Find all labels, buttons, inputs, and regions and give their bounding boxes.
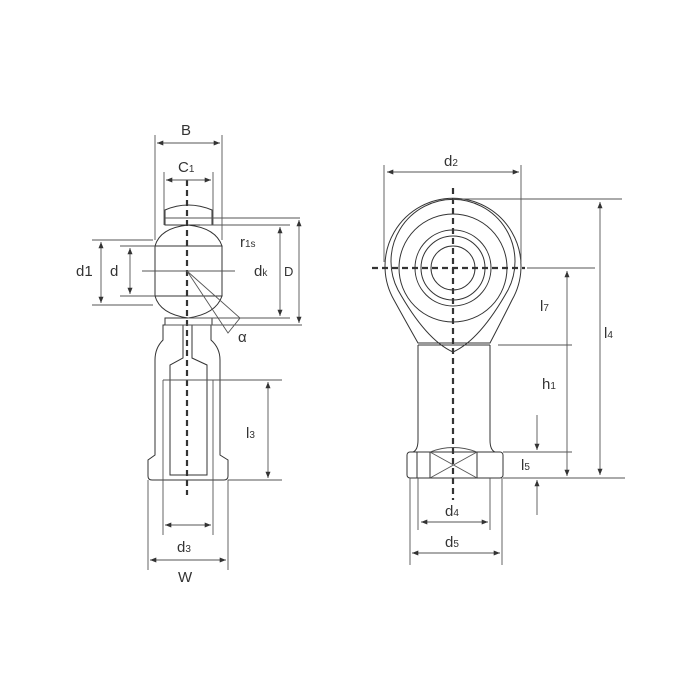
- label-h1: h1: [542, 376, 556, 393]
- label-r1s: r1s: [240, 234, 256, 251]
- hex-nut: [406, 451, 504, 479]
- alpha-angle-lines: [186, 270, 241, 334]
- label-D: D: [284, 264, 293, 279]
- label-d3: d3: [177, 539, 191, 556]
- shank-outline: [147, 324, 229, 481]
- label-d5: d5: [445, 534, 459, 551]
- label-d2: d2: [444, 153, 458, 170]
- shank-bore: [169, 324, 208, 476]
- ball-upper: [154, 224, 223, 247]
- label-d4: d4: [445, 503, 459, 520]
- label-alpha: α: [238, 329, 247, 346]
- ball-lower: [154, 295, 223, 319]
- label-W: W: [178, 569, 193, 586]
- front-view: d2 l4 h1 l7 l5 d4 d5: [372, 153, 625, 565]
- label-d: d: [110, 263, 118, 280]
- label-l4: l4: [604, 325, 613, 342]
- label-l5: l5: [521, 457, 530, 474]
- label-dk: dk: [254, 263, 268, 280]
- label-l7: l7: [540, 298, 549, 315]
- shank: [412, 345, 496, 453]
- housing-lower: [164, 317, 213, 326]
- label-l3: l3: [246, 425, 255, 442]
- label-d1: d1: [76, 263, 93, 280]
- housing-top: [164, 204, 213, 226]
- label-B: B: [181, 122, 191, 139]
- eye-outline: [384, 197, 522, 344]
- section-view: B C1 r1s dk D α d1 d l3: [76, 122, 302, 586]
- label-C1: C1: [178, 159, 195, 176]
